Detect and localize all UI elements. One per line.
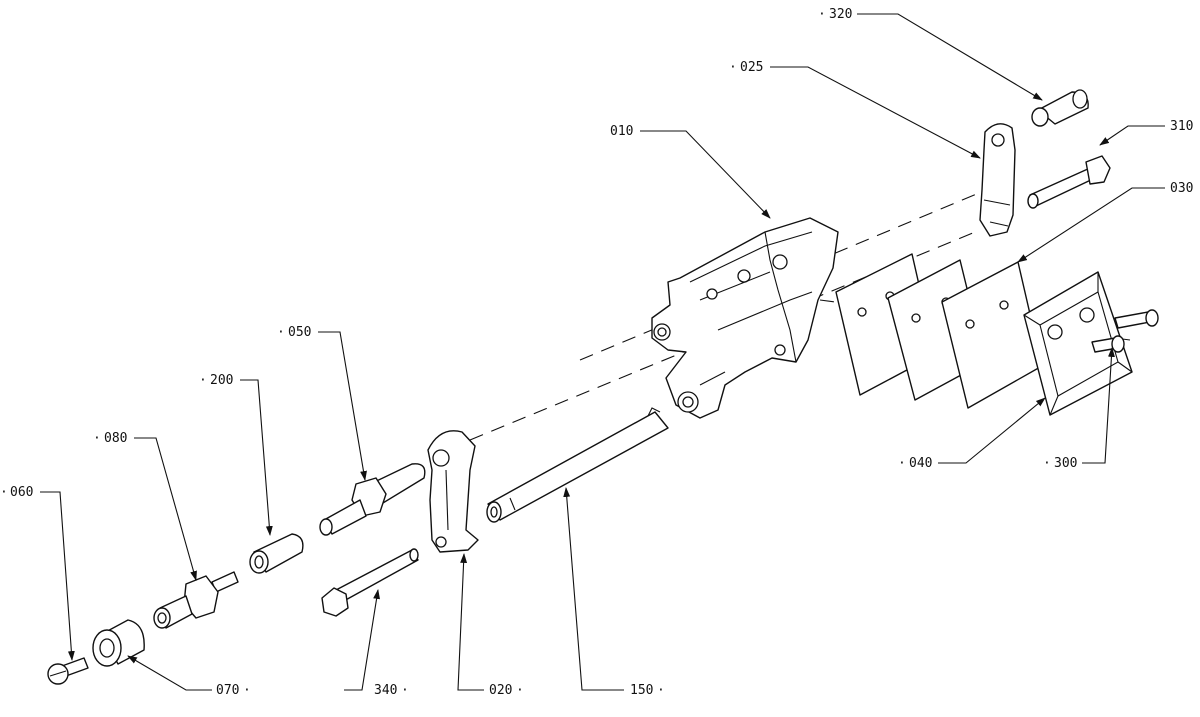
label-separator-dot: · [199,373,207,388]
label-separator-dot: · [516,683,524,698]
part-150-shaft [486,407,669,523]
callout-150: 150 [630,683,653,698]
part-010-body [651,217,839,419]
part-300-screws [1091,309,1159,353]
part-060-screw [47,657,89,685]
label-separator-dot: · [0,485,8,500]
callout-060: 060 [10,485,33,500]
callout-080: 080 [104,431,127,446]
callout-200: 200 [210,373,233,388]
callout-025: 025 [740,60,763,75]
label-separator-dot: · [277,325,285,340]
callout-340: 340 [374,683,397,698]
callout-070: 070 [216,683,239,698]
leader-lines [40,13,1165,691]
part-320-pin [1031,89,1089,127]
callout-labels: · 320 · 025 310 010 030 · 050 · 200 · 08… [0,7,1193,698]
part-020-lever [427,430,479,553]
callout-320: 320 [829,7,852,22]
label-separator-dot: · [898,456,906,471]
label-separator-dot: · [818,7,826,22]
label-separator-dot: · [729,60,737,75]
callout-310: 310 [1170,119,1193,134]
callout-050: 050 [288,325,311,340]
part-070-bushing [92,619,145,667]
part-050-stud [319,463,426,536]
part-030-plates [835,253,1043,409]
callout-020: 020 [489,683,512,698]
part-025-arm [979,123,1016,237]
callout-040: 040 [909,456,932,471]
part-340-bolt [321,548,419,617]
label-separator-dot: · [401,683,409,698]
label-separator-dot: · [657,683,665,698]
part-200-sleeve [249,533,304,574]
label-separator-dot: · [1043,456,1051,471]
callout-010: 010 [610,124,633,139]
callout-300: 300 [1054,456,1077,471]
callout-030: 030 [1170,181,1193,196]
part-080-fitting [153,571,239,629]
part-310-bolt [1027,155,1111,209]
label-separator-dot: · [93,431,101,446]
label-separator-dot: · [243,683,251,698]
part-040-cover [1023,271,1133,416]
